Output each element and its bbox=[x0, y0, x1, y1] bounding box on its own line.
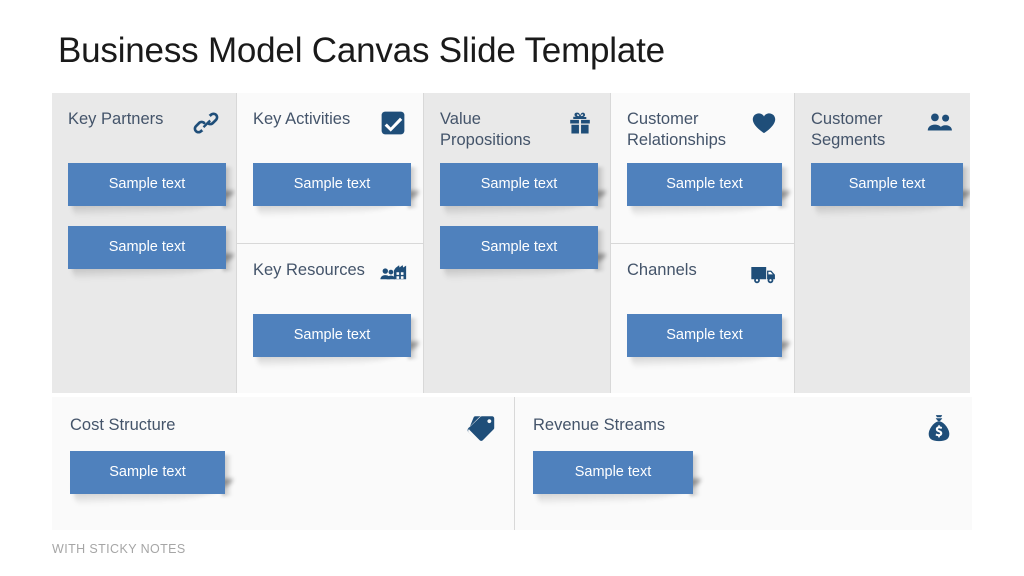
canvas-block-value-propositions[interactable]: Value Propositions Sample text Sample te… bbox=[423, 93, 610, 393]
block-heading: Value Propositions bbox=[440, 109, 594, 153]
canvas-block-customer-segments[interactable]: Customer Segments Sample text bbox=[794, 93, 970, 393]
sticky-note-label: Sample text bbox=[68, 226, 226, 269]
block-heading: Customer Segments bbox=[811, 109, 954, 153]
sticky-note-list: Sample text bbox=[253, 163, 411, 206]
heart-icon bbox=[750, 109, 778, 137]
sticky-note-list: Sample text bbox=[253, 314, 411, 357]
canvas-block-cost-structure[interactable]: Cost Structure Sample text bbox=[52, 397, 514, 530]
sticky-note[interactable]: Sample text bbox=[440, 226, 598, 269]
sticky-note-label: Sample text bbox=[440, 226, 598, 269]
sticky-note[interactable]: Sample text bbox=[253, 163, 411, 206]
sticky-note-label: Sample text bbox=[811, 163, 963, 206]
block-heading: Cost Structure bbox=[70, 415, 496, 441]
block-heading: Key Partners bbox=[68, 109, 220, 153]
block-title-key-activities: Key Activities bbox=[253, 110, 351, 128]
block-title-revenue-streams: Revenue Streams bbox=[533, 416, 666, 434]
canvas-block-revenue-streams[interactable]: Revenue Streams Sample text bbox=[514, 397, 972, 530]
sticky-note-label: Sample text bbox=[70, 451, 225, 494]
page-title: Business Model Canvas Slide Template bbox=[58, 31, 665, 70]
gift-box-icon bbox=[566, 109, 594, 137]
block-title-customer-segments: Customer Segments bbox=[811, 110, 886, 149]
slide-footer-note: WITH STICKY NOTES bbox=[52, 542, 186, 556]
block-title-cost-structure: Cost Structure bbox=[70, 416, 176, 434]
block-title-value-propositions: Value Propositions bbox=[440, 110, 531, 149]
block-title-key-resources: Key Resources bbox=[253, 261, 365, 279]
block-heading: Key Activities bbox=[253, 109, 407, 153]
sticky-note-label: Sample text bbox=[627, 314, 782, 357]
delivery-truck-icon bbox=[750, 260, 778, 288]
block-title-channels: Channels bbox=[627, 261, 697, 279]
business-model-canvas: Key Partners Sample text Sample bbox=[52, 93, 972, 530]
cell-key-activities[interactable]: Key Activities Sample text bbox=[237, 93, 423, 243]
price-tag-icon bbox=[466, 413, 496, 443]
sticky-note[interactable]: Sample text bbox=[253, 314, 411, 357]
sticky-note[interactable]: Sample text bbox=[68, 163, 226, 206]
block-heading: Customer Relationships bbox=[627, 109, 778, 153]
canvas-block-key-activities-resources[interactable]: Key Activities Sample text K bbox=[236, 93, 423, 393]
sticky-note-list: Sample text bbox=[70, 451, 496, 494]
sticky-note-label: Sample text bbox=[253, 314, 411, 357]
factory-people-icon bbox=[379, 260, 407, 288]
block-heading: Key Resources bbox=[253, 260, 407, 304]
sticky-note[interactable]: Sample text bbox=[627, 163, 782, 206]
sticky-note-list: Sample text Sample text bbox=[440, 163, 598, 269]
canvas-bottom-row: Cost Structure Sample text Revenue Strea… bbox=[52, 397, 972, 530]
block-heading: Channels bbox=[627, 260, 778, 304]
canvas-block-key-partners[interactable]: Key Partners Sample text Sample bbox=[52, 93, 236, 393]
block-title-customer-relationships: Customer Relationships bbox=[627, 110, 727, 149]
canvas-top-row: Key Partners Sample text Sample bbox=[52, 93, 972, 393]
sticky-note[interactable]: Sample text bbox=[533, 451, 693, 494]
canvas-block-customer-relationships-channels[interactable]: Customer Relationships Sample text Chann… bbox=[610, 93, 794, 393]
block-title-key-partners: Key Partners bbox=[68, 110, 164, 128]
cell-value-propositions[interactable]: Value Propositions Sample text Sample te… bbox=[424, 93, 610, 393]
sticky-note-label: Sample text bbox=[253, 163, 411, 206]
cell-customer-segments[interactable]: Customer Segments Sample text bbox=[795, 93, 970, 393]
sticky-note-label: Sample text bbox=[68, 163, 226, 206]
sticky-note[interactable]: Sample text bbox=[440, 163, 598, 206]
cell-key-partners[interactable]: Key Partners Sample text Sample bbox=[52, 93, 236, 393]
sticky-note-label: Sample text bbox=[627, 163, 782, 206]
money-bag-icon bbox=[924, 413, 954, 443]
cell-channels[interactable]: Channels bbox=[611, 243, 794, 393]
sticky-note[interactable]: Sample text bbox=[811, 163, 963, 206]
sticky-note-list: Sample text bbox=[627, 163, 782, 206]
sticky-note[interactable]: Sample text bbox=[627, 314, 782, 357]
sticky-note-label: Sample text bbox=[440, 163, 598, 206]
two-people-icon bbox=[926, 109, 954, 137]
sticky-note[interactable]: Sample text bbox=[68, 226, 226, 269]
cell-customer-relationships[interactable]: Customer Relationships Sample text bbox=[611, 93, 794, 243]
sticky-note[interactable]: Sample text bbox=[70, 451, 225, 494]
sticky-note-list: Sample text bbox=[533, 451, 954, 494]
cell-key-resources[interactable]: Key Resources Sample bbox=[237, 243, 423, 393]
sticky-note-list: Sample text bbox=[811, 163, 963, 206]
sticky-note-list: Sample text bbox=[627, 314, 782, 357]
link-chain-icon bbox=[192, 109, 220, 137]
sticky-note-list: Sample text Sample text bbox=[68, 163, 226, 269]
block-heading: Revenue Streams bbox=[533, 413, 954, 443]
checkbox-check-icon bbox=[379, 109, 407, 137]
sticky-note-label: Sample text bbox=[533, 451, 693, 494]
